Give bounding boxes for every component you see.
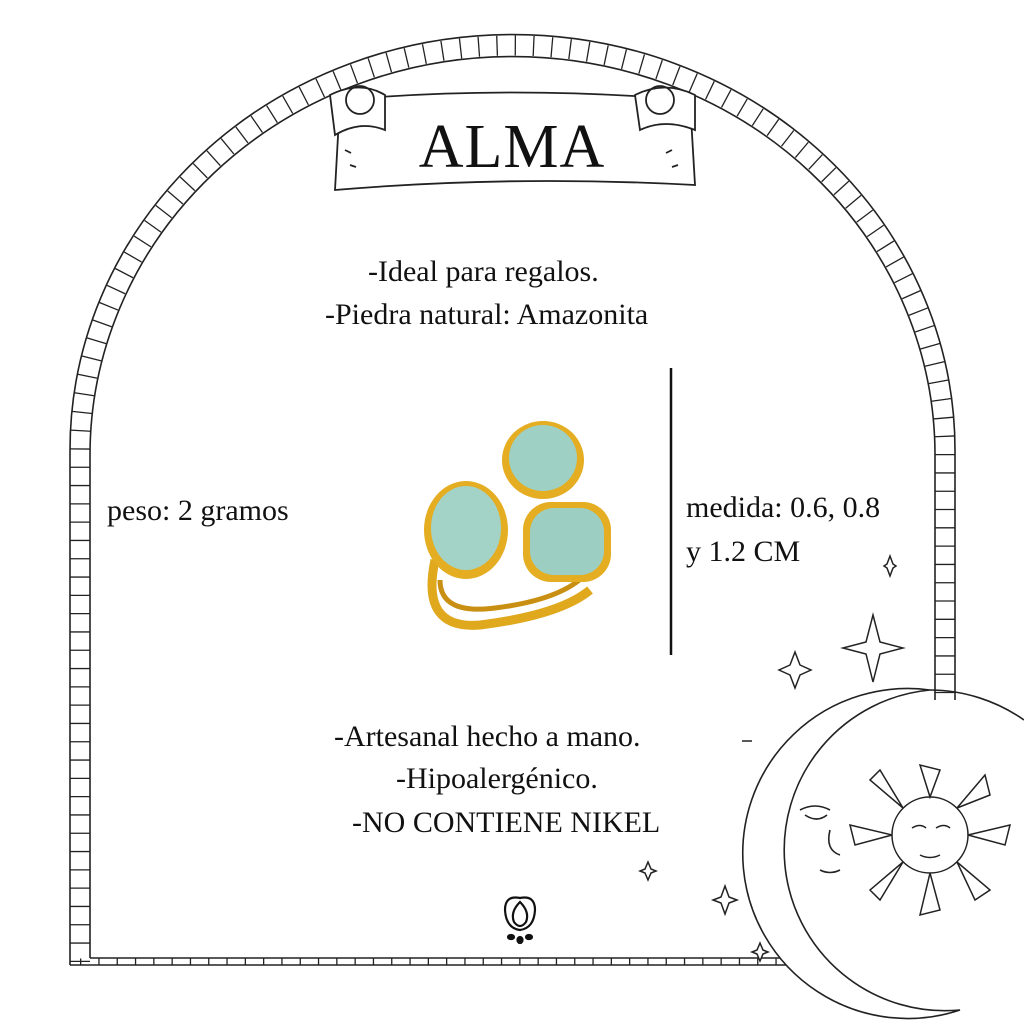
feature-nickel-free: -NO CONTIENE NIKEL [352, 806, 661, 839]
size-line-2: y 1.2 CM [686, 535, 801, 568]
moon-face-icon [742, 687, 1024, 1020]
ring-photo [424, 421, 611, 630]
product-title: ALMA [418, 113, 606, 181]
weight-label: peso: 2 gramos [107, 494, 289, 527]
feature-handmade: -Artesanal hecho a mano. [334, 720, 641, 753]
feature-stone: -Piedra natural: Amazonita [325, 298, 649, 331]
size-label: medida: 0.6, 0.8 y 1.2 CM [686, 486, 880, 574]
sparkle-star-icon [637, 553, 906, 963]
brick-arch-frame [69, 33, 956, 966]
size-line-1: medida: 0.6, 0.8 [686, 491, 881, 524]
scroll-banner [329, 85, 696, 191]
feature-gift: -Ideal para regalos. [368, 255, 599, 288]
feature-hypoallergenic: -Hipoalergénico. [396, 762, 598, 795]
sun-face-icon [848, 763, 1012, 917]
brand-logo-icon [503, 896, 537, 945]
